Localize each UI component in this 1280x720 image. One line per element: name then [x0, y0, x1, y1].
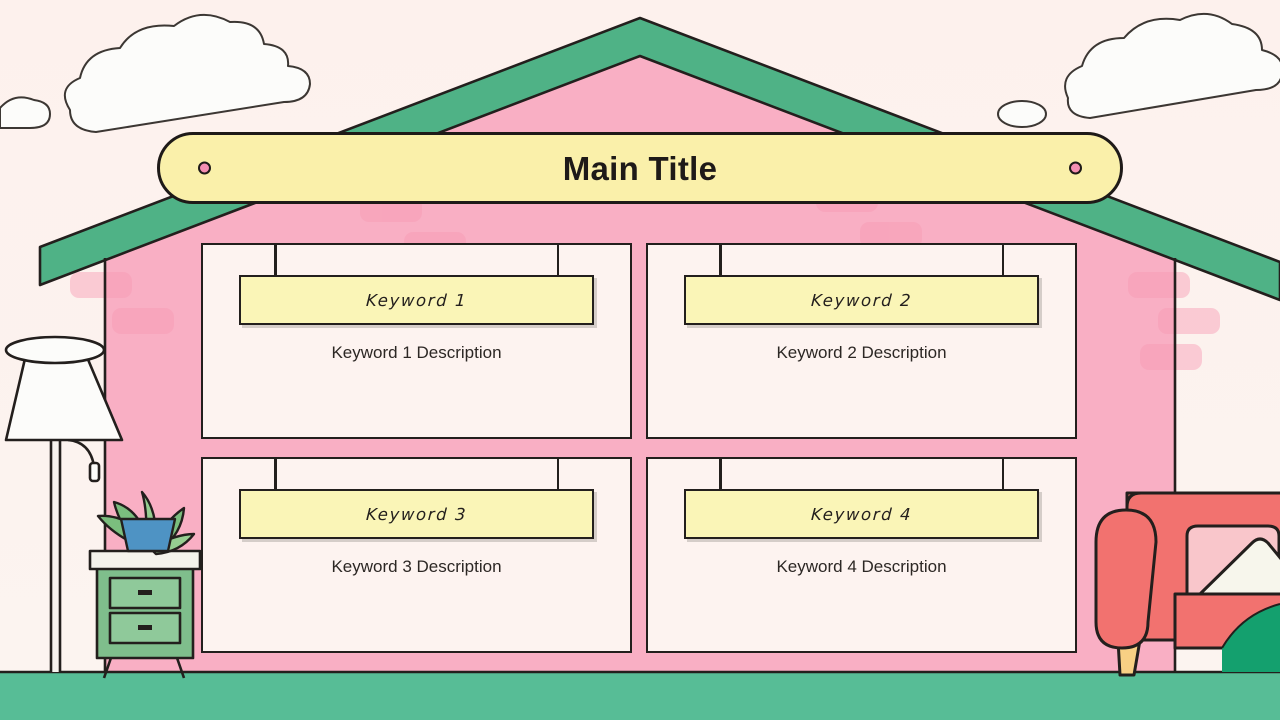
keyword-description-1: Keyword 1 Description [331, 343, 502, 362]
main-title-banner[interactable]: Main Title [157, 132, 1123, 204]
floor-lamp [4, 335, 124, 672]
cloud-left-large [63, 14, 311, 133]
keyword-label-1: Keyword 1 [365, 290, 468, 310]
keyword-card-1[interactable]: Keyword 1 Keyword 1 Description [201, 243, 632, 439]
keyword-label-3: Keyword 3 [365, 504, 468, 524]
hanger-line-left [274, 245, 277, 277]
keyword-sign-3[interactable]: Keyword 3 [239, 489, 594, 539]
hanger-line-right [556, 245, 559, 277]
pin-right-icon [1069, 161, 1082, 175]
keyword-card-4[interactable]: Keyword 4 Keyword 4 Description [646, 457, 1077, 653]
floor [0, 670, 1280, 720]
hanger-line-left [719, 245, 722, 277]
keyword-label-2: Keyword 2 [810, 290, 913, 310]
keyword-card-grid: Keyword 1 Keyword 1 Description Keyword … [201, 243, 1077, 653]
keyword-sign-2[interactable]: Keyword 2 [684, 275, 1039, 325]
hanger-line-left [719, 459, 722, 491]
keyword-description-4: Keyword 4 Description [776, 557, 947, 576]
hanger-line-right [556, 459, 559, 491]
keyword-description-2: Keyword 2 Description [776, 343, 947, 362]
cloud-right-large [1064, 13, 1280, 119]
page-title: Main Title [562, 149, 718, 187]
keyword-sign-4[interactable]: Keyword 4 [684, 489, 1039, 539]
hanger-line-right [1001, 245, 1004, 277]
keyword-description-3: Keyword 3 Description [331, 557, 502, 576]
potted-plant [96, 490, 196, 556]
pin-left-icon [198, 161, 211, 175]
keyword-sign-1[interactable]: Keyword 1 [239, 275, 594, 325]
hanger-line-left [274, 459, 277, 491]
cloud-left-small [0, 96, 51, 129]
keyword-label-4: Keyword 4 [810, 504, 913, 524]
keyword-card-2[interactable]: Keyword 2 Keyword 2 Description [646, 243, 1077, 439]
hanger-line-right [1001, 459, 1004, 491]
cloud-right-small [997, 100, 1047, 128]
sofa [1094, 491, 1280, 677]
nightstand [88, 549, 202, 679]
keyword-card-3[interactable]: Keyword 3 Keyword 3 Description [201, 457, 632, 653]
